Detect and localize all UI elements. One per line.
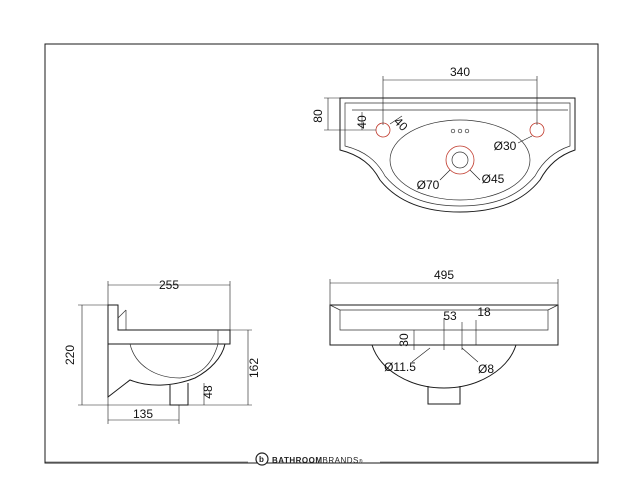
brand-logo: b BATHROOMBRANDS® <box>45 452 598 466</box>
front-view-slab <box>329 304 559 346</box>
dim-line <box>389 115 403 125</box>
top-waste-inner-dim-label: Ø45 <box>482 172 505 186</box>
dim-leader <box>439 169 451 181</box>
dim-leader <box>411 347 431 363</box>
front-pin-dim-label: Ø8 <box>478 362 494 376</box>
front-overflow-dim-label: Ø11.5 <box>384 360 416 374</box>
top-depth-dim-label: 80 <box>311 109 325 123</box>
brand-b-icon <box>255 452 269 466</box>
front-width-dim-label: 495 <box>434 268 454 282</box>
front-dim-a-label: 53 <box>443 309 457 323</box>
top-width-dim-label: 340 <box>450 65 470 79</box>
side-back-to-waste-dim-label: 135 <box>133 407 153 421</box>
top-tap-a-dim-label: 40 <box>355 115 369 129</box>
front-view-edge <box>329 304 341 311</box>
side-view-edge <box>117 309 127 319</box>
brand-name: BATHROOMBRANDS® <box>272 456 363 465</box>
side-view-bowl-inner <box>129 343 219 379</box>
front-view-ledge <box>339 309 549 331</box>
drawing-frame <box>44 43 599 464</box>
top-waste-outer-dim-label: Ø70 <box>417 178 440 192</box>
front-dim-c-label: 30 <box>397 333 411 347</box>
front-view-waste <box>427 386 461 405</box>
side-waste-drop-dim-label: 48 <box>201 385 215 399</box>
top-view-waste-inner <box>451 151 469 169</box>
top-view-overflow-dot <box>457 128 463 134</box>
top-view-tap-hole-right <box>529 122 545 138</box>
front-dim-b-label: 18 <box>477 305 491 319</box>
dim-leader <box>517 135 533 144</box>
top-view-overflow-dot <box>464 128 470 134</box>
top-view-overflow-dot <box>450 128 456 134</box>
side-view-bowl <box>107 343 226 399</box>
dim-leader <box>461 347 479 363</box>
side-height-dim-label: 220 <box>63 345 77 365</box>
front-view-bowl <box>371 344 517 389</box>
top-view-basin-inner <box>344 102 571 207</box>
top-view-basin-outline <box>339 97 576 213</box>
side-bowl-height-dim-label: 162 <box>247 358 261 378</box>
side-depth-dim-label: 255 <box>159 278 179 292</box>
dim-leader <box>469 169 481 181</box>
side-view: 255 220 162 48 135 <box>63 278 261 424</box>
brand-b-icon-letter: b <box>259 455 264 464</box>
top-view-tap-hole-left <box>375 122 391 138</box>
top-view-waste-outer <box>445 145 475 175</box>
top-tap-b-dim-label: 40 <box>391 114 411 134</box>
top-view: 340 80 40 40 Ø30 Ø70 Ø45 <box>311 65 576 213</box>
top-tap-hole-dim-label: Ø30 <box>494 139 517 153</box>
top-view-bowl <box>389 119 531 201</box>
front-view-edge <box>547 304 559 311</box>
side-view-waste <box>169 383 189 406</box>
front-view: 495 53 18 30 Ø11.5 Ø8 <box>329 268 559 405</box>
